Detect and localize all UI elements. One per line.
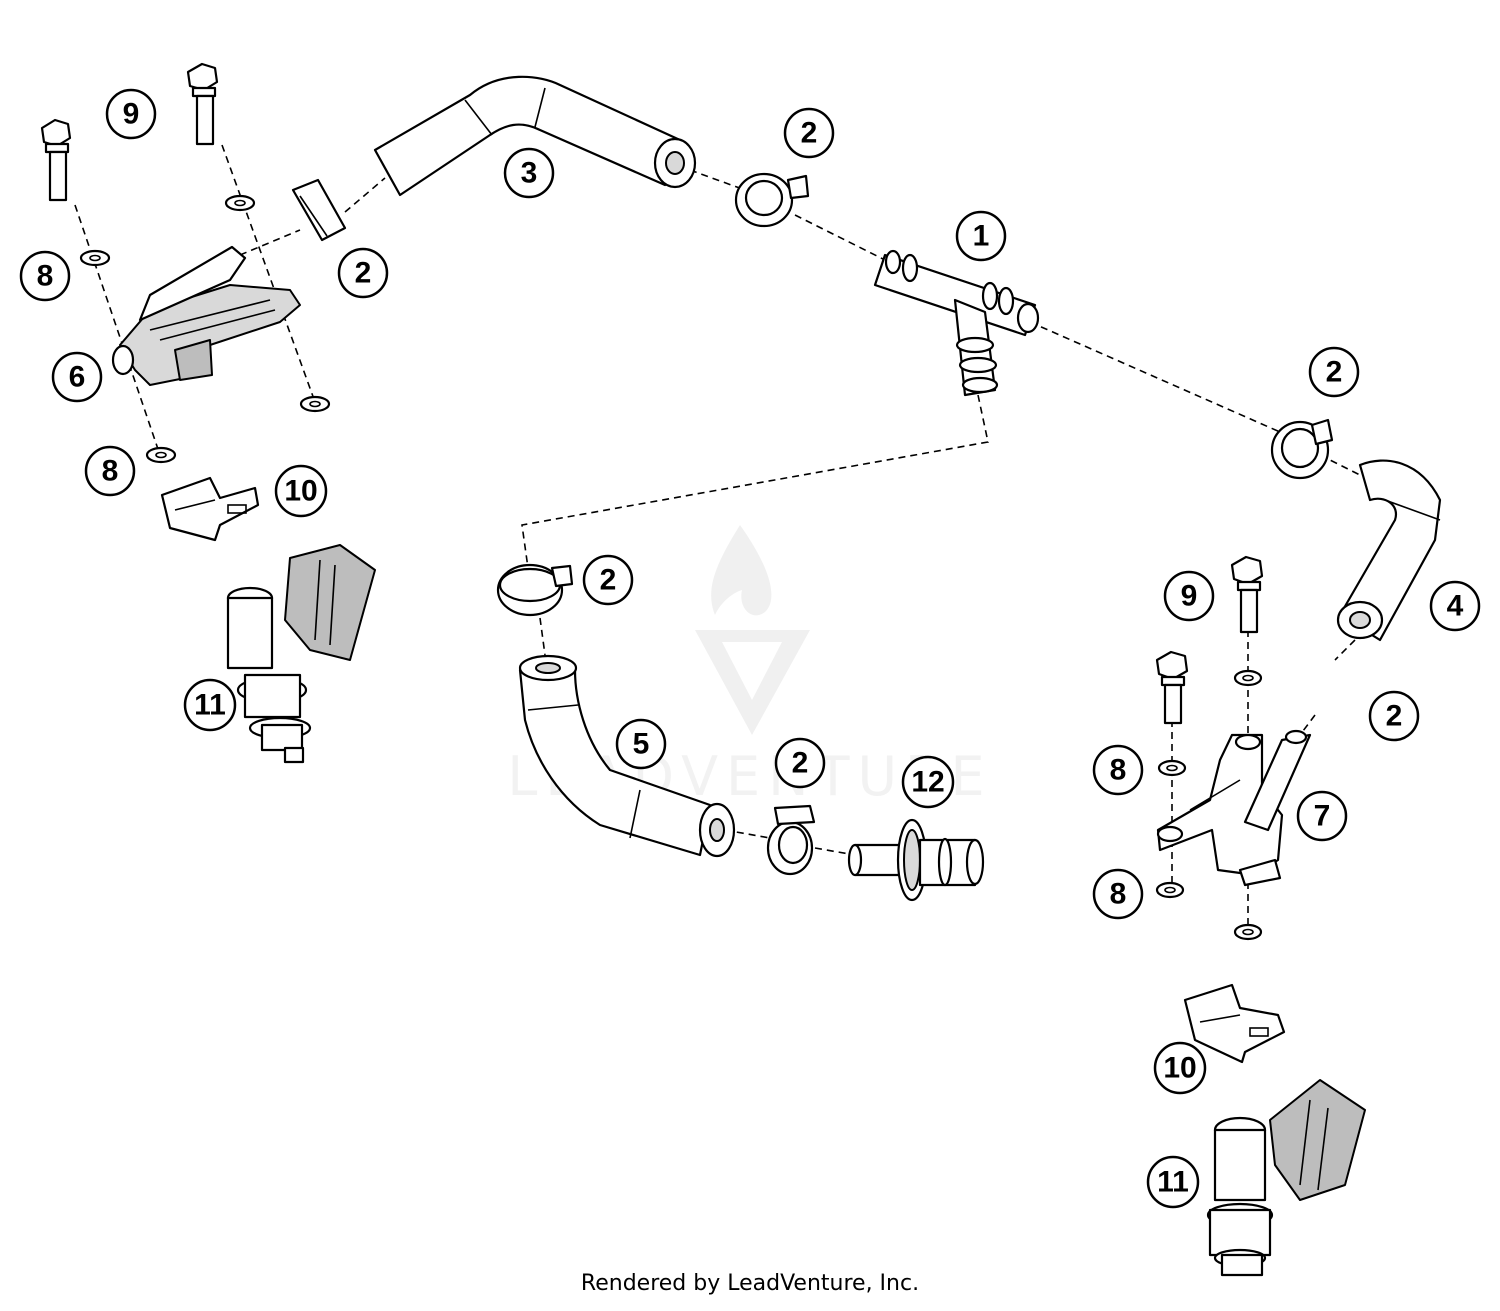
fuel-rail-right <box>1156 729 1312 887</box>
svg-text:9: 9 <box>1181 580 1198 613</box>
callout-8: 8 <box>84 445 136 497</box>
clip-left <box>160 476 260 542</box>
callout-9: 9 <box>1163 570 1215 622</box>
footer-credit: Rendered by LeadVenture, Inc. <box>580 1271 920 1296</box>
clip-right <box>1183 983 1286 1064</box>
callout-2: 2 <box>783 107 835 159</box>
clamp-middle <box>496 563 574 617</box>
svg-text:8: 8 <box>102 455 119 488</box>
washers-left <box>79 194 331 464</box>
callout-11: 11 <box>1146 1155 1200 1209</box>
check-valve <box>847 818 985 902</box>
tee-fitting <box>873 249 1040 397</box>
washers-right <box>1155 669 1263 941</box>
bolt-right-b <box>1155 650 1189 725</box>
svg-text:10: 10 <box>1163 1052 1196 1085</box>
svg-text:4: 4 <box>1447 590 1464 623</box>
svg-text:2: 2 <box>792 747 809 780</box>
callout-5: 5 <box>615 718 667 770</box>
callout-4: 4 <box>1429 580 1481 632</box>
svg-text:11: 11 <box>194 689 226 722</box>
svg-text:6: 6 <box>69 361 86 394</box>
callout-10: 10 <box>274 464 328 518</box>
clamp-top <box>734 172 810 228</box>
callout-12: 12 <box>901 755 955 809</box>
bolt-left-b <box>186 62 219 146</box>
svg-text:2: 2 <box>1386 700 1403 733</box>
clamp-right <box>1270 418 1334 480</box>
svg-text:2: 2 <box>600 564 617 597</box>
callout-8: 8 <box>1092 868 1144 920</box>
hose-5 <box>518 654 736 858</box>
svg-text:9: 9 <box>123 98 140 131</box>
callout-7: 7 <box>1296 790 1348 842</box>
injector-left <box>226 544 376 764</box>
hose-4 <box>1336 459 1442 642</box>
callout-10: 10 <box>1153 1041 1207 1095</box>
callout-2: 2 <box>1308 346 1360 398</box>
clamp-lower <box>766 804 816 876</box>
svg-text:2: 2 <box>355 257 372 290</box>
svg-text:8: 8 <box>1110 754 1127 787</box>
callout-6: 6 <box>51 351 103 403</box>
clamp-left-upper <box>291 178 347 242</box>
svg-text:11: 11 <box>1157 1166 1189 1199</box>
svg-text:1: 1 <box>973 220 990 253</box>
hose-3 <box>373 75 697 197</box>
callout-2: 2 <box>774 737 826 789</box>
fuel-rail-left <box>111 245 301 386</box>
callout-11: 11 <box>183 678 237 732</box>
svg-text:2: 2 <box>1326 356 1343 389</box>
callout-8: 8 <box>1092 744 1144 796</box>
callout-2: 2 <box>582 554 634 606</box>
svg-text:10: 10 <box>284 475 317 508</box>
callout-2: 2 <box>337 247 389 299</box>
svg-text:2: 2 <box>801 117 818 150</box>
injector-right <box>1206 1079 1366 1277</box>
callout-9: 9 <box>105 88 157 140</box>
callout-8: 8 <box>19 250 71 302</box>
svg-text:8: 8 <box>1110 878 1127 911</box>
svg-text:7: 7 <box>1314 800 1331 833</box>
svg-text:12: 12 <box>911 766 944 799</box>
bolt-right-a <box>1230 555 1264 634</box>
svg-text:3: 3 <box>521 157 538 190</box>
svg-text:5: 5 <box>633 728 650 761</box>
svg-text:8: 8 <box>37 260 54 293</box>
callout-1: 1 <box>955 210 1007 262</box>
callout-2: 2 <box>1368 690 1420 742</box>
bolt-left-a <box>40 118 72 202</box>
callout-3: 3 <box>503 147 555 199</box>
